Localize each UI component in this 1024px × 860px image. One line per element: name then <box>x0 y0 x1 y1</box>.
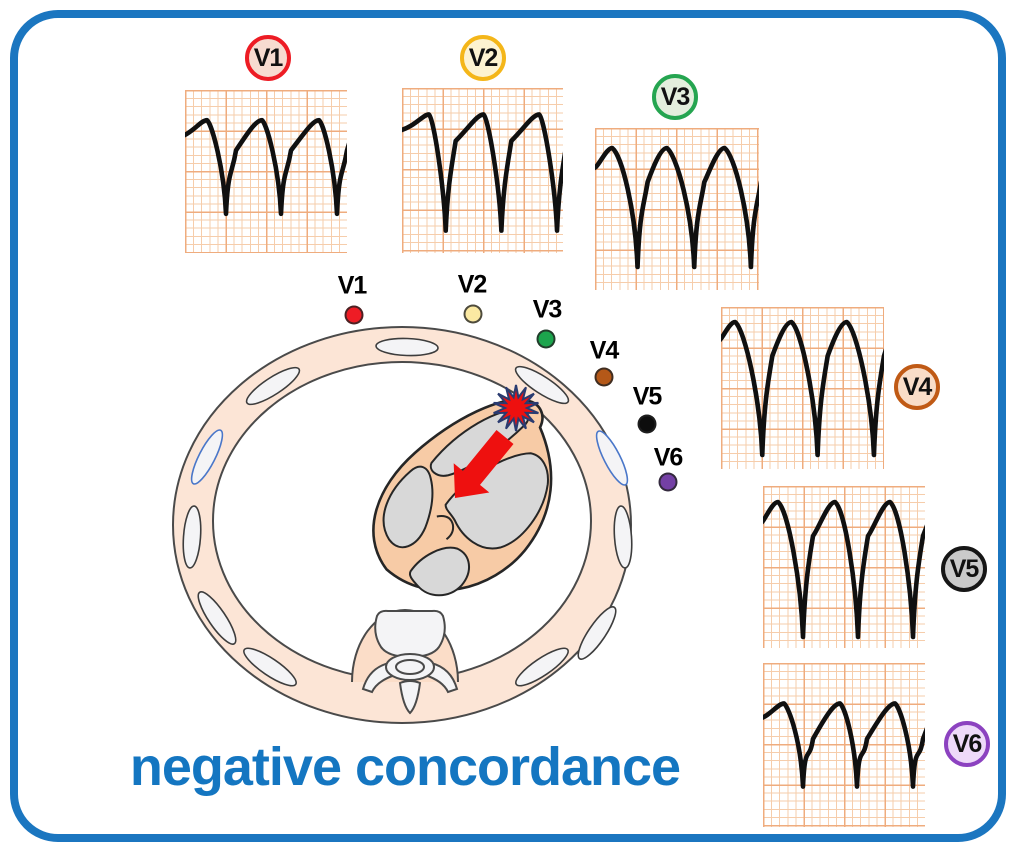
frame-border <box>10 10 1006 842</box>
rib-highlighted <box>595 430 629 486</box>
ecg-strip-v4 <box>721 307 884 469</box>
ecg-strip-v5 <box>763 486 925 648</box>
electrode-label-v6: V6 <box>653 443 684 472</box>
electrode-dot-v6 <box>658 472 678 492</box>
electrode-label-v4: V4 <box>589 336 620 365</box>
ecg-waveform-v2 <box>402 112 563 233</box>
lead-badge-v3: V3 <box>652 74 698 120</box>
vertebra <box>361 609 459 715</box>
ecg-strip-v2 <box>402 88 563 253</box>
ecg-waveform-v6 <box>763 701 925 789</box>
ecg-waveform-v5 <box>763 499 925 640</box>
ecg-waveform-v4 <box>721 319 884 458</box>
vt-origin-starburst <box>493 384 539 432</box>
ribs <box>182 337 633 687</box>
impulse-direction-arrow <box>453 430 514 498</box>
electrode-dot-v5 <box>637 414 657 434</box>
electrode-label-v3: V3 <box>532 295 563 324</box>
rib-highlighted <box>190 429 224 485</box>
lead-badge-v2: V2 <box>460 35 506 81</box>
ecg-strip-v6 <box>763 663 925 827</box>
ecg-waveform-v3 <box>595 145 759 270</box>
electrode-label-v2: V2 <box>457 270 488 299</box>
ecg-strip-v3 <box>595 128 759 290</box>
electrode-dot-v1 <box>344 305 364 325</box>
electrode-label-v1: V1 <box>337 271 368 300</box>
electrode-dot-v3 <box>536 329 556 349</box>
ecg-waveform-v1 <box>185 117 347 217</box>
caption-negative-concordance: negative concordance <box>129 737 681 797</box>
electrode-dot-v4 <box>594 367 614 387</box>
electrode-dot-v2 <box>463 304 483 324</box>
electrode-label-v5: V5 <box>632 382 663 411</box>
lead-badge-v1: V1 <box>245 35 291 81</box>
ecg-strip-v1 <box>185 90 347 253</box>
lead-badge-v6: V6 <box>944 721 990 767</box>
lead-badge-v4: V4 <box>894 364 940 410</box>
lead-badge-v5: V5 <box>941 546 987 592</box>
